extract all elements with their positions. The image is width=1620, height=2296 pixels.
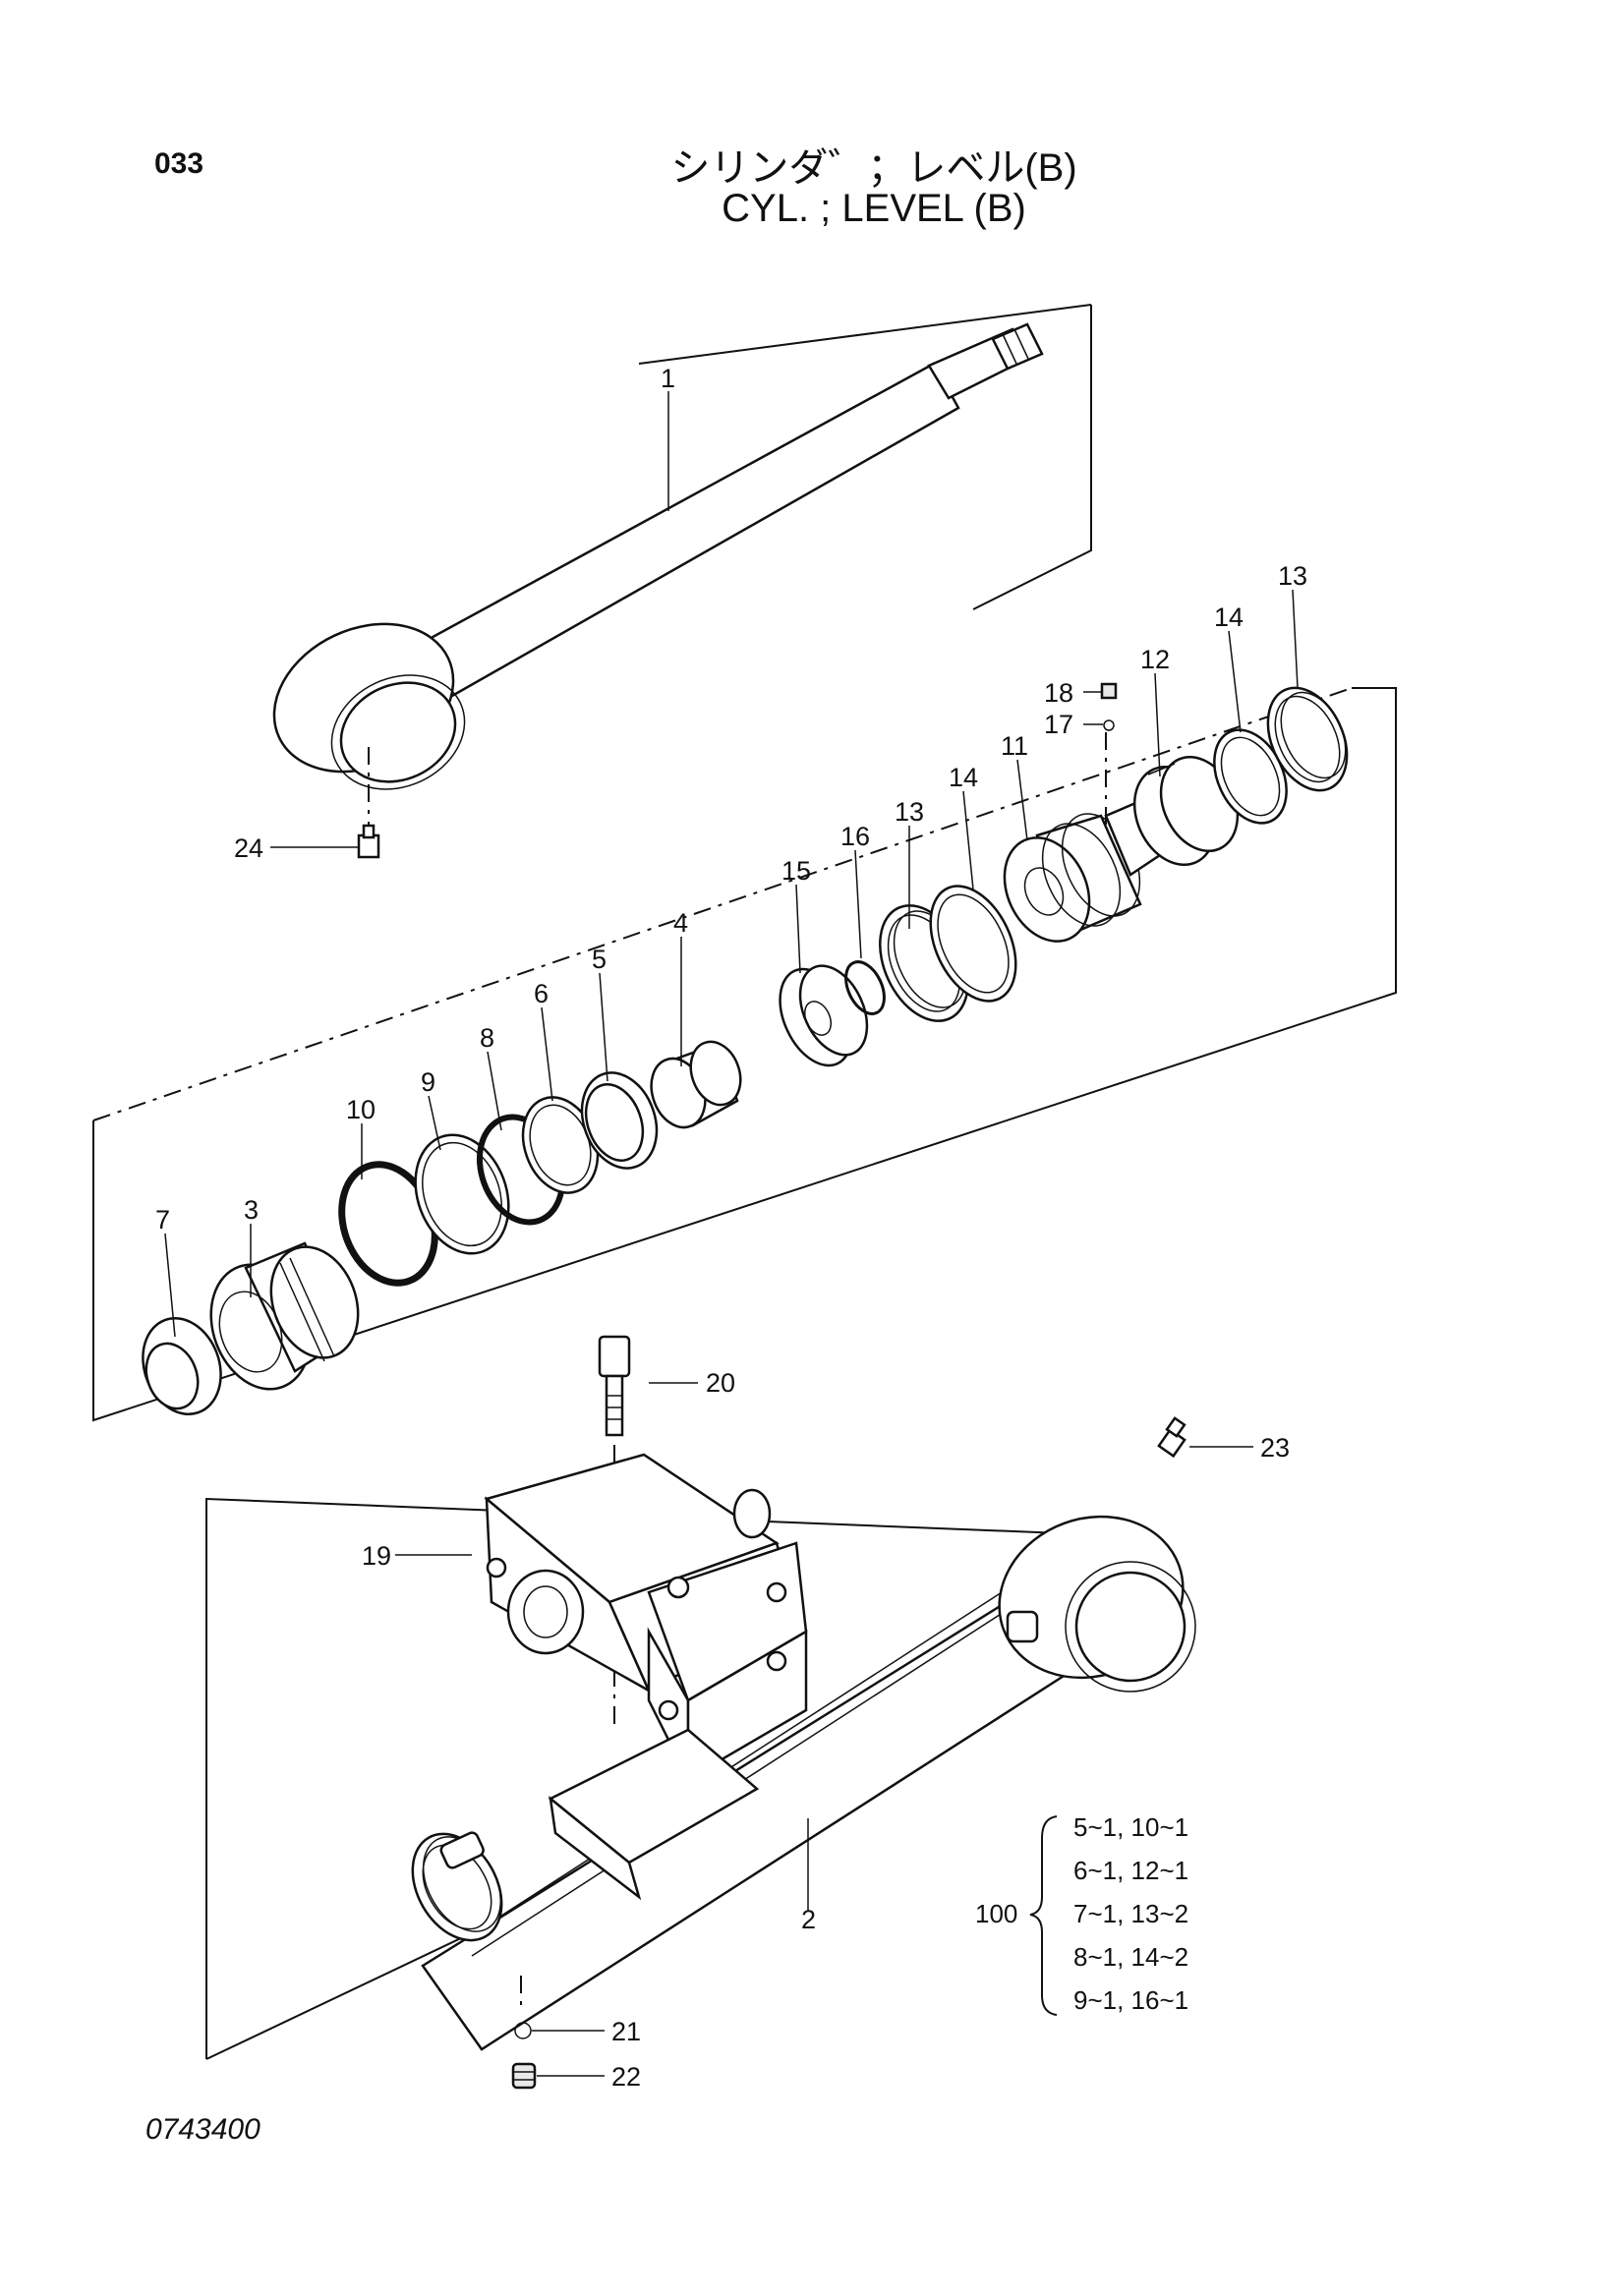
part-9-backup-ring bbox=[414, 1133, 510, 1255]
callout-13-lower: 13 bbox=[895, 797, 924, 827]
callout-10: 10 bbox=[346, 1095, 376, 1124]
callout-18: 18 bbox=[1044, 678, 1073, 708]
part-5-rod-seal bbox=[580, 1071, 659, 1170]
callout-13-upper: 13 bbox=[1278, 561, 1307, 591]
part-1-cylinder-tube bbox=[411, 1515, 1196, 2051]
callout-7: 7 bbox=[155, 1205, 170, 1234]
callout-15: 15 bbox=[781, 856, 811, 886]
part-19-valve-block bbox=[484, 1453, 808, 1790]
part-17-ball bbox=[1103, 719, 1115, 731]
part-22-plug bbox=[511, 2062, 537, 2090]
callout-21: 21 bbox=[611, 2017, 641, 2046]
part-14-backup-ring-lower bbox=[929, 885, 1017, 1003]
callout-9: 9 bbox=[421, 1067, 435, 1097]
callout-11: 11 bbox=[1001, 731, 1028, 761]
kit-line-4: 8~1, 14~2 bbox=[1073, 1942, 1188, 1972]
kit-line-2: 6~1, 12~1 bbox=[1073, 1856, 1188, 1885]
callout-2: 1 bbox=[661, 364, 675, 393]
callout-19: 19 bbox=[362, 1541, 391, 1571]
kit-line-5: 9~1, 16~1 bbox=[1073, 1985, 1188, 2015]
part-20-bolt bbox=[598, 1335, 631, 1730]
page-title-english: CYL. ; LEVEL (B) bbox=[722, 187, 1026, 230]
part-16-o-ring bbox=[844, 960, 886, 1015]
part-13-piston-ring-upper bbox=[1266, 686, 1349, 792]
leader-lines bbox=[164, 391, 1299, 2077]
page-number: 033 bbox=[154, 147, 204, 180]
callout-6: 6 bbox=[534, 979, 549, 1008]
kit-line-3: 7~1, 13~2 bbox=[1073, 1899, 1188, 1928]
callout-labels: 1 24 3 7 10 9 8 6 5 4 15 16 13 14 11 18 … bbox=[155, 364, 1307, 2092]
part-11-piston bbox=[1003, 732, 1162, 943]
callout-3: 3 bbox=[244, 1195, 259, 1225]
callout-14-upper: 14 bbox=[1214, 603, 1244, 632]
callout-1: 2 bbox=[801, 1905, 816, 1934]
callout-22: 22 bbox=[611, 2062, 641, 2092]
part-23-grease-nipple bbox=[1157, 1416, 1186, 1459]
callout-12: 12 bbox=[1140, 645, 1170, 674]
part-15-washer bbox=[779, 964, 869, 1067]
callout-20: 20 bbox=[706, 1368, 735, 1398]
callout-16: 16 bbox=[840, 822, 870, 851]
part-3-cylinder-head bbox=[209, 1241, 360, 1391]
part-7-dust-seal bbox=[142, 1317, 222, 1415]
part-4-bushing bbox=[650, 1040, 742, 1129]
piston-rod-part-2 bbox=[272, 304, 1092, 859]
callout-24: 24 bbox=[234, 833, 263, 863]
part-21-ball bbox=[514, 2022, 532, 2039]
kit-line-1: 5~1, 10~1 bbox=[1073, 1812, 1188, 1842]
callout-17: 17 bbox=[1044, 710, 1073, 739]
seal-kit-frame bbox=[92, 687, 1397, 1422]
callout-14-lower: 14 bbox=[949, 763, 978, 792]
part-18-set-screw bbox=[1100, 682, 1118, 700]
kit-number: 100 bbox=[975, 1899, 1017, 1928]
callout-5: 5 bbox=[592, 945, 607, 974]
kit-legend: 100 5~1, 10~1 6~1, 12~1 7~1, 13~2 8~1, 1… bbox=[975, 1812, 1188, 2016]
callout-8: 8 bbox=[480, 1023, 494, 1053]
callout-4: 4 bbox=[673, 908, 688, 938]
callout-23: 23 bbox=[1260, 1433, 1290, 1463]
page-title-japanese: シリンダ゛；レベル(B) bbox=[670, 146, 1077, 190]
drawing-number: 0743400 bbox=[145, 2113, 260, 2146]
